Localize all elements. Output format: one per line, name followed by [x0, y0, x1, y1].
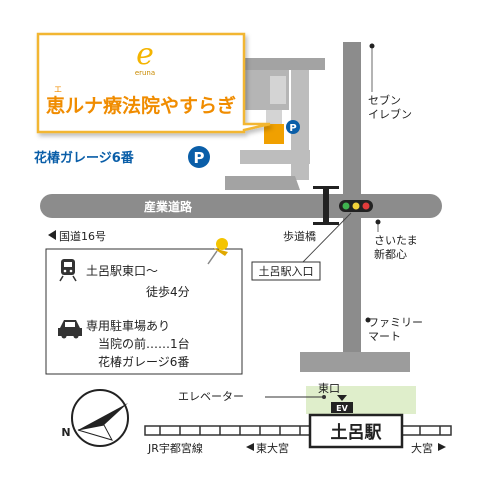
east-exit-arrow	[337, 395, 347, 401]
clinic-name: 恵ルナ療法院やすらぎ	[46, 94, 236, 117]
saitama-label-2: 新都心	[374, 247, 407, 261]
elevator-ev-text: EV	[336, 404, 348, 413]
omiya-label: 大宮	[411, 441, 433, 455]
elevator-sign: EV	[331, 402, 353, 413]
clinic-lot-inner	[270, 76, 286, 104]
saitama-marker	[375, 219, 381, 225]
railway-line-label: JR宇都宮線	[147, 441, 203, 455]
station-plaza	[306, 386, 416, 414]
parking-info-line2: 当院の前……1台	[98, 336, 190, 351]
callout-box	[36, 32, 271, 134]
walk-time-line1: 土呂駅東口〜	[86, 264, 158, 278]
walk-time-line2: 徒歩4分	[146, 284, 190, 299]
route16-label: 国道16号	[48, 229, 106, 243]
side-road-lower	[240, 150, 310, 164]
toward-higashiomiya: 東大宮	[246, 441, 289, 455]
clinic-parking-symbol: P	[289, 123, 296, 134]
east-exit-label: 東口	[318, 382, 340, 395]
compass-north-label: N	[61, 426, 70, 439]
pedestrian-bridge-label: 歩道橋	[283, 229, 316, 243]
top-road	[245, 58, 325, 70]
road-network	[40, 42, 442, 414]
logo-glyph: e	[136, 37, 154, 72]
info-box: 土呂駅東口〜 徒歩4分 専用駐車場あり 当院の前……1台 花椿ガレージ6番	[45, 248, 243, 375]
diagonal-road	[225, 176, 300, 190]
train-icon	[59, 259, 77, 282]
clinic-logo: e eruna	[135, 37, 155, 77]
car-icon	[58, 320, 82, 339]
seven-eleven-label-2: イレブン	[368, 107, 412, 121]
elevator-label: エレベーター	[178, 390, 244, 403]
toward-omiya: 大宮	[411, 441, 446, 455]
parking-garage-sign: P	[188, 146, 210, 168]
station-entrance-leader	[301, 212, 352, 264]
parking-info-line1: 専用駐車場あり	[86, 318, 170, 333]
saitama-label-1: さいたま	[374, 234, 418, 247]
familymart-label-2: マート	[368, 330, 401, 343]
parking-info-line3: 花椿ガレージ6番	[98, 354, 189, 369]
station-access-road	[300, 352, 410, 372]
pedestrian-bridge	[313, 186, 339, 225]
parking-garage-symbol: P	[194, 149, 205, 167]
seven-eleven-label-1: セブン	[368, 93, 401, 107]
higashiomiya-label: 東大宮	[256, 441, 289, 455]
parking-garage-label: 花椿ガレージ6番	[34, 150, 135, 166]
railway-track	[144, 425, 452, 436]
station-name: 土呂駅	[331, 422, 383, 443]
clinic-parking-sign: P	[286, 120, 300, 134]
elevator-leader	[265, 395, 326, 399]
clinic-building-top	[266, 110, 282, 124]
pushpin-icon	[207, 238, 228, 265]
sangyo-road	[40, 194, 442, 218]
clinic-callout	[36, 32, 271, 134]
station-entrance-sign: 土呂駅入口	[251, 261, 321, 281]
seven-eleven-marker	[369, 43, 375, 49]
compass-icon: N	[61, 389, 129, 447]
route16-text: 国道16号	[59, 229, 106, 243]
clinic-furigana: エ	[54, 85, 62, 94]
station-entrance-label: 土呂駅入口	[259, 265, 314, 278]
sangyo-road-label: 産業道路	[144, 199, 193, 214]
familymart-label-1: ファミリー	[368, 316, 423, 329]
station-building: 土呂駅	[308, 413, 404, 449]
clinic-building	[264, 124, 284, 144]
familymart-marker	[365, 317, 371, 323]
logo-subtext: eruna	[135, 69, 155, 77]
traffic-signal-icon	[339, 200, 373, 212]
